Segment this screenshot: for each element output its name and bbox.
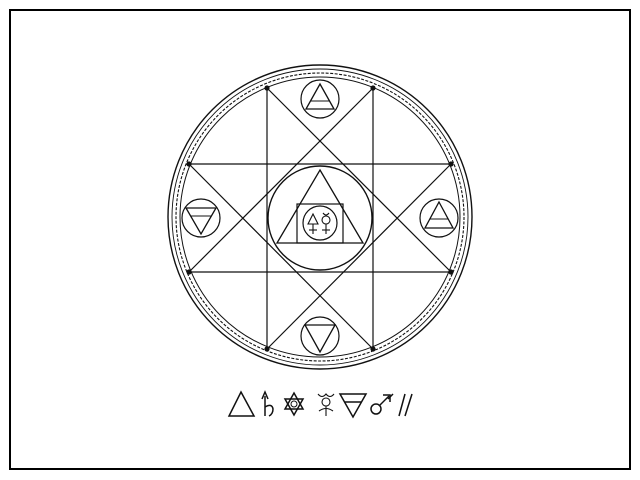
vertex-dot bbox=[186, 269, 192, 275]
octagram-line bbox=[188, 87, 374, 273]
vertex-dot bbox=[186, 161, 192, 167]
vertex-dot bbox=[448, 161, 454, 167]
outer-ring-3 bbox=[175, 72, 465, 362]
vertex-dot bbox=[264, 346, 270, 352]
bottom-medallion-ring bbox=[300, 316, 340, 356]
octagram-line bbox=[188, 163, 374, 350]
right-medallion bbox=[419, 198, 459, 238]
fire-triangle-icon bbox=[304, 82, 336, 110]
water-triangle-icon bbox=[303, 324, 337, 354]
octagram-line bbox=[266, 163, 452, 350]
water-cross-triangle-icon bbox=[338, 393, 368, 419]
double-slash-icon bbox=[398, 393, 413, 417]
outer-ring-4 bbox=[179, 76, 461, 358]
hexagram-star-icon bbox=[283, 391, 305, 417]
vertex-dot bbox=[264, 85, 270, 91]
bottom-medallion bbox=[300, 316, 340, 356]
vertex-dots bbox=[186, 85, 454, 352]
left-medallion-ring bbox=[181, 198, 221, 238]
mars-glyph-icon bbox=[370, 393, 394, 415]
top-medallion-ring bbox=[300, 79, 340, 119]
vertex-dot bbox=[370, 346, 376, 352]
sulfur-glyph-icon bbox=[307, 212, 319, 234]
octagram-line bbox=[266, 87, 452, 273]
earth-triangle-icon bbox=[184, 207, 218, 236]
outer-ring-2 bbox=[171, 68, 469, 366]
saturn-glyph-icon bbox=[261, 390, 274, 417]
mercury-ligature-icon bbox=[317, 393, 335, 416]
outer-rings bbox=[167, 64, 473, 370]
right-medallion-ring bbox=[419, 198, 459, 238]
top-medallion bbox=[300, 79, 340, 119]
octagram bbox=[188, 87, 452, 350]
mercury-glyph-icon bbox=[321, 212, 331, 234]
vertex-dot bbox=[370, 85, 376, 91]
left-medallion bbox=[181, 198, 221, 238]
central-square bbox=[296, 203, 344, 244]
glyph-legend-row bbox=[227, 390, 413, 419]
outer-ring-1 bbox=[167, 64, 473, 370]
vertex-dot bbox=[448, 269, 454, 275]
central-emblem bbox=[267, 165, 373, 271]
page-frame bbox=[9, 9, 631, 470]
air-triangle-icon bbox=[423, 200, 455, 229]
central-circle bbox=[267, 165, 373, 271]
inner-circle bbox=[302, 205, 338, 241]
fire-triangle-icon bbox=[227, 390, 256, 417]
